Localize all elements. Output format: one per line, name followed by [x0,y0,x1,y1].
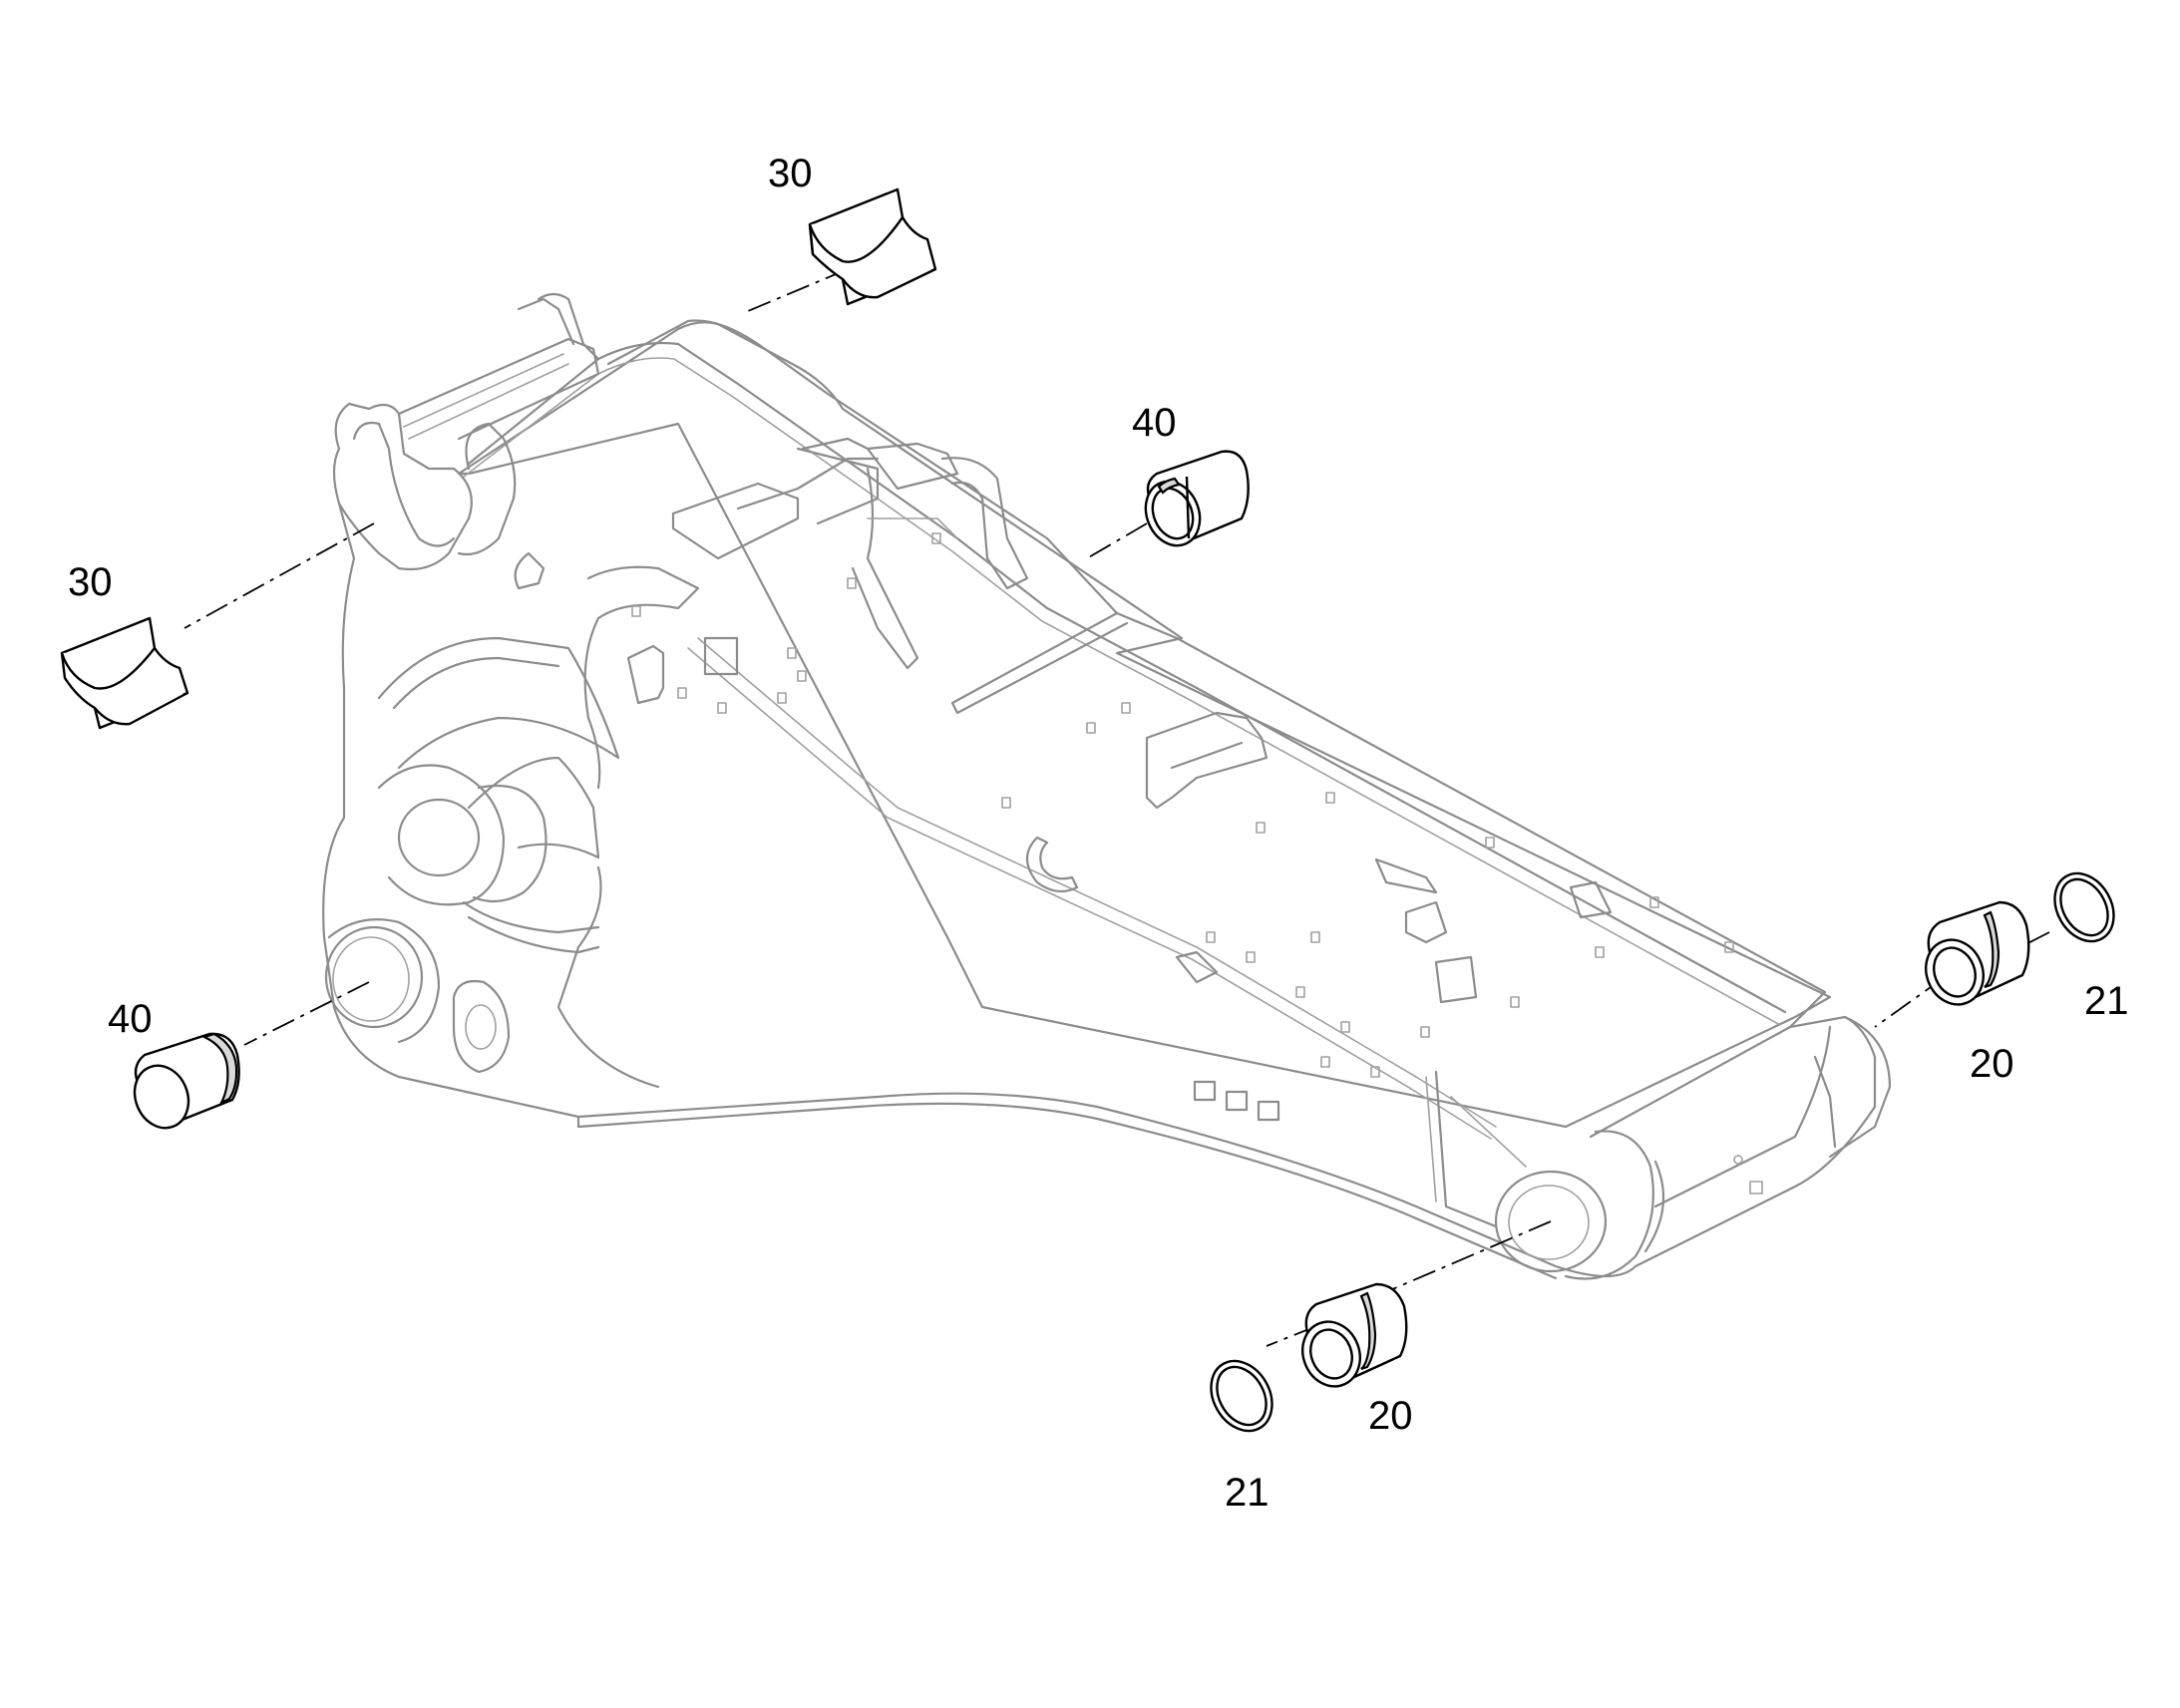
callout-bushing-left: 40 [108,997,153,1041]
callout-ring-right: 21 [2084,979,2129,1023]
leader-bushing-left [243,981,370,1046]
leader-bushing-top [1086,522,1148,559]
bushing-40-top [1144,450,1250,547]
ring-21-bottom [1210,1359,1273,1433]
callout-bushing-bottom: 20 [1368,1394,1413,1438]
half-bearing-30-left [60,616,189,730]
boom-body [322,292,1892,1280]
callout-bushing-top: 40 [1132,401,1177,445]
callout-ring-bottom: 21 [1225,1471,1270,1515]
bolt-stubs [631,532,1734,1078]
leader-bearing-top [747,268,849,312]
ring-21-right [2053,871,2115,943]
bushing-40-left [133,1032,240,1130]
callout-labels: 30 30 40 40 20 21 20 21 [68,152,2129,1515]
leader-bearing-left [183,522,375,629]
bushing-20-right [1925,900,2030,1006]
half-bearing-30-top [808,187,937,306]
callout-bearing-left: 30 [68,560,113,604]
leader-bushing-bottom [1375,1220,1552,1297]
callout-bushing-right: 20 [1970,1042,2014,1086]
callout-bearing-top: 30 [768,152,813,195]
bushing-20-bottom [1301,1282,1408,1388]
